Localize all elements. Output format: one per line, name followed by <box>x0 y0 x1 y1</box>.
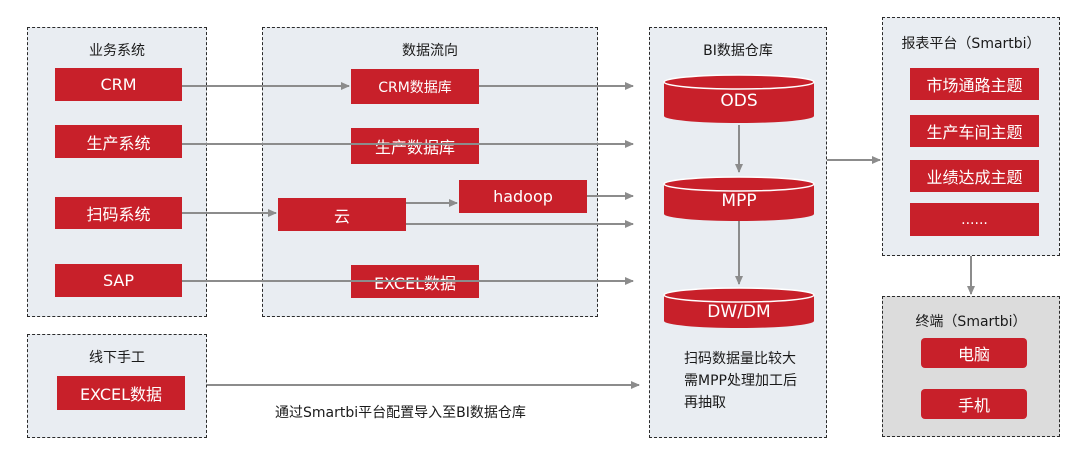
report-performance-box: 业绩达成主题 <box>910 160 1039 192</box>
bi-warehouse-title: BI数据仓库 <box>703 43 773 59</box>
production-system-box: 生产系统 <box>55 125 182 158</box>
mpp-label: MPP <box>721 191 757 211</box>
crm-system-box: CRM <box>55 68 182 101</box>
terminal-title: 终端（Smartbi） <box>915 314 1027 330</box>
warehouse-note-line-3: 再抽取 <box>684 395 726 411</box>
production-database-box: 生产数据库 <box>351 128 479 164</box>
report-production-workshop-box: 生产车间主题 <box>910 115 1039 147</box>
sap-system-box: SAP <box>55 264 182 297</box>
import-note: 通过Smartbi平台配置导入至BI数据仓库 <box>275 405 526 421</box>
terminal-phone-box: 手机 <box>921 389 1027 419</box>
report-market-channel-box: 市场通路主题 <box>910 68 1039 100</box>
warehouse-note: 扫码数据量比较大 需MPP处理加工后 再抽取 <box>684 348 797 414</box>
excel-data-box: EXCEL数据 <box>351 265 479 298</box>
data-flow-title: 数据流向 <box>402 43 458 59</box>
scan-system-box: 扫码系统 <box>55 197 182 229</box>
ods-label: ODS <box>720 91 758 111</box>
dwdm-label: DW/DM <box>707 302 771 322</box>
offline-manual-title: 线下手工 <box>89 350 145 366</box>
hadoop-box: hadoop <box>459 180 587 213</box>
warehouse-note-line-1: 扫码数据量比较大 <box>684 351 796 367</box>
offline-excel-box: EXCEL数据 <box>57 376 185 410</box>
crm-database-box: CRM数据库 <box>351 69 479 104</box>
business-systems-title: 业务系统 <box>89 43 145 59</box>
cloud-box: 云 <box>278 198 406 231</box>
report-more-box: ...... <box>910 203 1039 236</box>
warehouse-note-line-2: 需MPP处理加工后 <box>684 373 797 389</box>
terminal-computer-box: 电脑 <box>921 338 1027 368</box>
report-platform-title: 报表平台（Smartbi） <box>901 36 1041 52</box>
